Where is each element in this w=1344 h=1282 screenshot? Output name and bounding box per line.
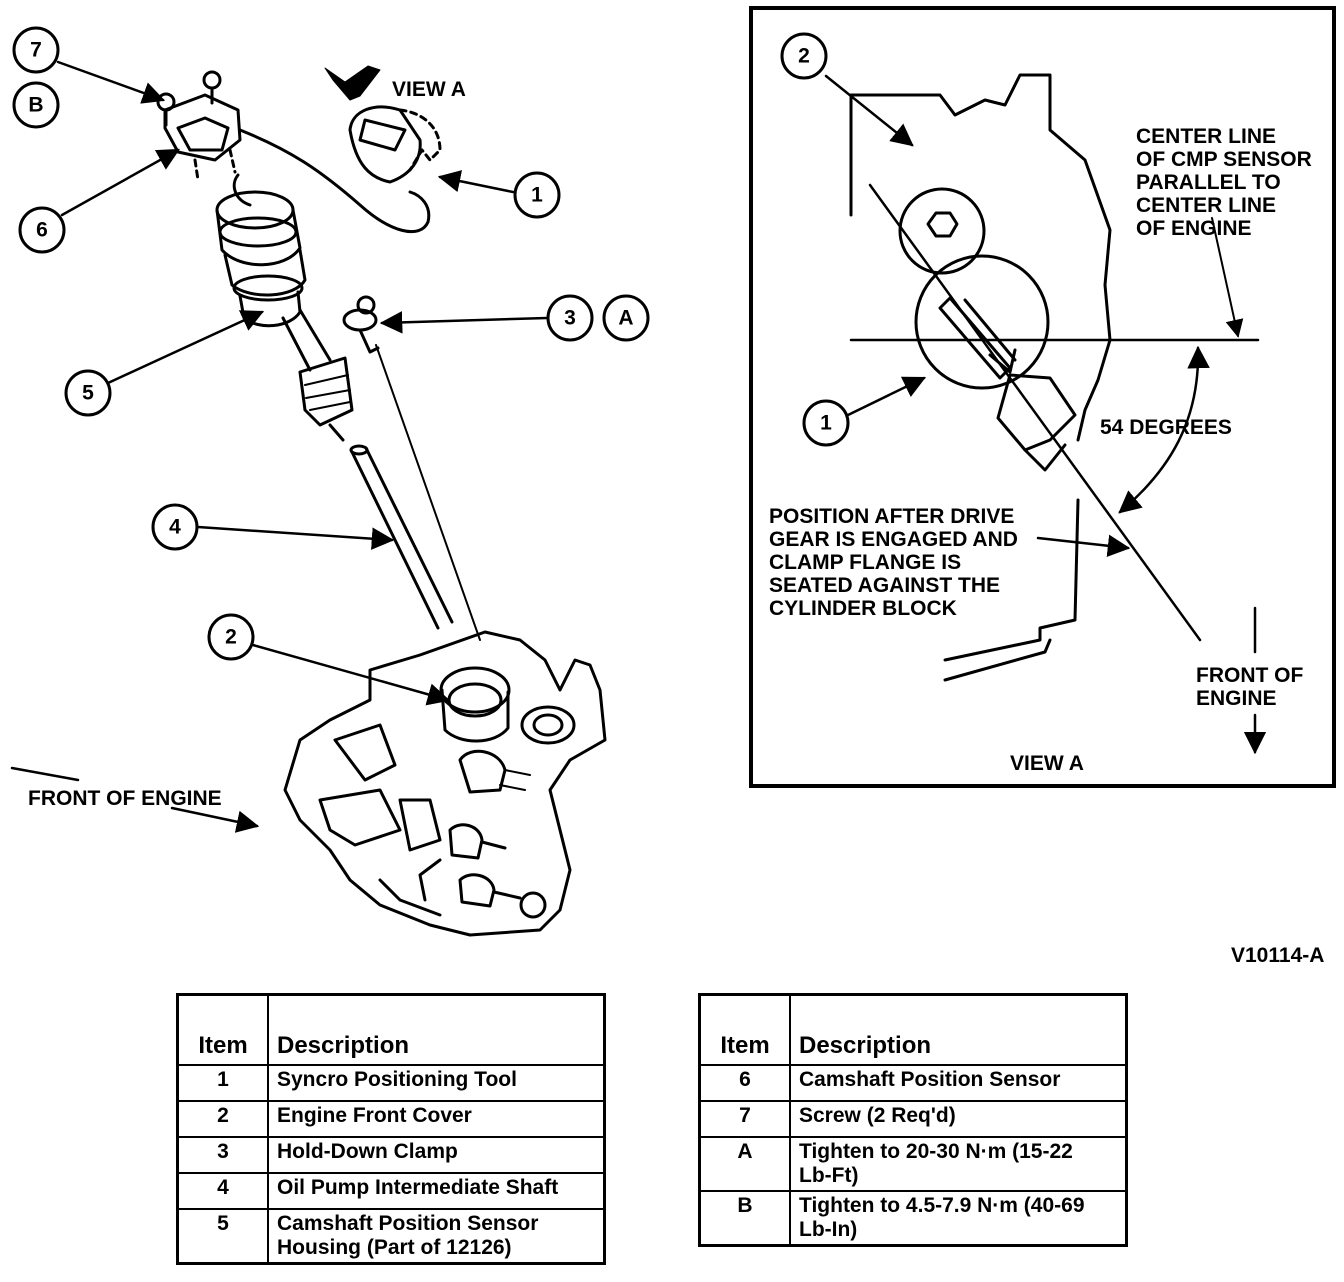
svg-text:2: 2 bbox=[225, 626, 237, 649]
item-description: Syncro Positioning Tool bbox=[267, 1064, 606, 1102]
syncro-tool-drawing bbox=[348, 105, 442, 184]
item-number: 3 bbox=[176, 1136, 269, 1174]
item-number: 5 bbox=[176, 1208, 269, 1265]
main-leader-lines bbox=[10, 60, 549, 833]
inset-callouts: 2 1 bbox=[780, 32, 850, 447]
centerline-note-line-1: CENTER LINE bbox=[1136, 125, 1276, 148]
svg-text:7: 7 bbox=[30, 39, 42, 62]
item-description: Engine Front Cover bbox=[267, 1100, 606, 1138]
callout-a: A bbox=[602, 294, 650, 342]
header-description: Description bbox=[267, 993, 606, 1066]
svg-text:4: 4 bbox=[169, 516, 181, 539]
table-row: 3 Hold-Down Clamp bbox=[176, 1136, 606, 1174]
description-line-1: Tighten to 4.5-7.9 N·m (40-69 bbox=[799, 1194, 1085, 1217]
angle-label: 54 DEGREES bbox=[1100, 416, 1232, 439]
description-line-2: Lb-In) bbox=[799, 1218, 858, 1241]
table-row: 2 Engine Front Cover bbox=[176, 1100, 606, 1138]
inset-frame bbox=[749, 6, 1336, 788]
callout-6: 6 bbox=[18, 206, 66, 254]
centerline-note-line-5: OF ENGINE bbox=[1136, 217, 1252, 240]
legend-table-right: Item Description 6 Camshaft Position Sen… bbox=[698, 993, 1128, 1247]
item-number: 7 bbox=[698, 1100, 791, 1138]
svg-text:1: 1 bbox=[820, 412, 832, 435]
front-of-engine-label: FRONT OF ENGINE bbox=[28, 787, 222, 810]
item-description: Hold-Down Clamp bbox=[267, 1136, 606, 1174]
svg-text:3: 3 bbox=[564, 307, 576, 330]
main-callouts: 7 B 6 5 4 2 1 3 A bbox=[12, 26, 650, 661]
sensor-housing-drawing bbox=[215, 190, 354, 442]
hold-down-clamp-drawing bbox=[342, 295, 481, 641]
header-description: Description bbox=[789, 993, 1128, 1066]
camshaft-position-sensor-drawing bbox=[156, 70, 431, 234]
position-note: POSITION AFTER DRIVE GEAR IS ENGAGED AND… bbox=[769, 505, 1018, 620]
table-row: 6 Camshaft Position Sensor bbox=[698, 1064, 1128, 1102]
inset-front-label-line-1: FRONT OF bbox=[1196, 664, 1303, 687]
centerline-note-line-3: PARALLEL TO bbox=[1136, 171, 1281, 194]
header-item: Item bbox=[176, 993, 269, 1066]
callout-4: 4 bbox=[151, 503, 199, 551]
item-number: 1 bbox=[176, 1064, 269, 1102]
legend-table-left: Item Description 1 Syncro Positioning To… bbox=[176, 993, 606, 1265]
position-note-line-1: POSITION AFTER DRIVE bbox=[769, 505, 1014, 528]
description-line-2: Housing (Part of 12126) bbox=[277, 1236, 512, 1259]
svg-text:A: A bbox=[618, 307, 633, 330]
inset-front-label: FRONT OF ENGINE bbox=[1196, 664, 1303, 710]
item-number: 6 bbox=[698, 1064, 791, 1102]
inset-drawing bbox=[824, 73, 1267, 755]
position-note-line-4: SEATED AGAINST THE bbox=[769, 574, 1000, 597]
table-row: 7 Screw (2 Req'd) bbox=[698, 1100, 1128, 1138]
position-note-line-3: CLAMP FLANGE IS bbox=[769, 551, 961, 574]
svg-text:6: 6 bbox=[36, 219, 48, 242]
intermediate-shaft-drawing bbox=[349, 444, 454, 630]
callout-1: 1 bbox=[513, 171, 561, 219]
item-description: Camshaft Position Sensor bbox=[789, 1064, 1128, 1102]
svg-text:5: 5 bbox=[82, 382, 94, 405]
svg-text:1: 1 bbox=[531, 184, 543, 207]
table-row: 1 Syncro Positioning Tool bbox=[176, 1064, 606, 1102]
inset-callout-2: 2 bbox=[780, 32, 828, 80]
centerline-note-line-4: CENTER LINE bbox=[1136, 194, 1276, 217]
item-number: 4 bbox=[176, 1172, 269, 1210]
item-number: B bbox=[698, 1190, 791, 1247]
inset-front-label-line-2: ENGINE bbox=[1196, 687, 1277, 710]
callout-3: 3 bbox=[546, 294, 594, 342]
inset-caption: VIEW A bbox=[1010, 752, 1084, 775]
table-row: 4 Oil Pump Intermediate Shaft bbox=[176, 1172, 606, 1210]
callout-5: 5 bbox=[64, 369, 112, 417]
figure-id: V10114-A bbox=[1231, 944, 1324, 967]
item-number: A bbox=[698, 1136, 791, 1192]
engine-block-drawing bbox=[283, 630, 607, 937]
main-exploded-view bbox=[10, 60, 607, 937]
centerline-note-line-2: OF CMP SENSOR bbox=[1136, 148, 1312, 171]
description-line-1: Camshaft Position Sensor bbox=[277, 1212, 539, 1235]
callout-b: B bbox=[12, 81, 60, 129]
header-item: Item bbox=[698, 993, 791, 1066]
position-note-line-2: GEAR IS ENGAGED AND bbox=[769, 528, 1018, 551]
inset-callout-1: 1 bbox=[802, 399, 850, 447]
svg-text:B: B bbox=[28, 94, 43, 117]
centerline-note: CENTER LINE OF CMP SENSOR PARALLEL TO CE… bbox=[1136, 125, 1312, 240]
item-description: Oil Pump Intermediate Shaft bbox=[267, 1172, 606, 1210]
callout-7: 7 bbox=[12, 26, 60, 74]
view-a-label: VIEW A bbox=[392, 78, 466, 101]
description-line-1: Tighten to 20-30 N·m (15-22 bbox=[799, 1140, 1073, 1163]
callout-2: 2 bbox=[207, 613, 255, 661]
svg-text:2: 2 bbox=[798, 45, 810, 68]
item-number: 2 bbox=[176, 1100, 269, 1138]
inset-view-a: 2 1 CENTER LINE OF CMP SENSOR PARALLEL T… bbox=[749, 6, 1336, 788]
item-description: Screw (2 Req'd) bbox=[789, 1100, 1128, 1138]
description-line-2: Lb-Ft) bbox=[799, 1164, 859, 1187]
position-note-line-5: CYLINDER BLOCK bbox=[769, 597, 957, 620]
view-a-arrow-icon bbox=[324, 65, 381, 101]
